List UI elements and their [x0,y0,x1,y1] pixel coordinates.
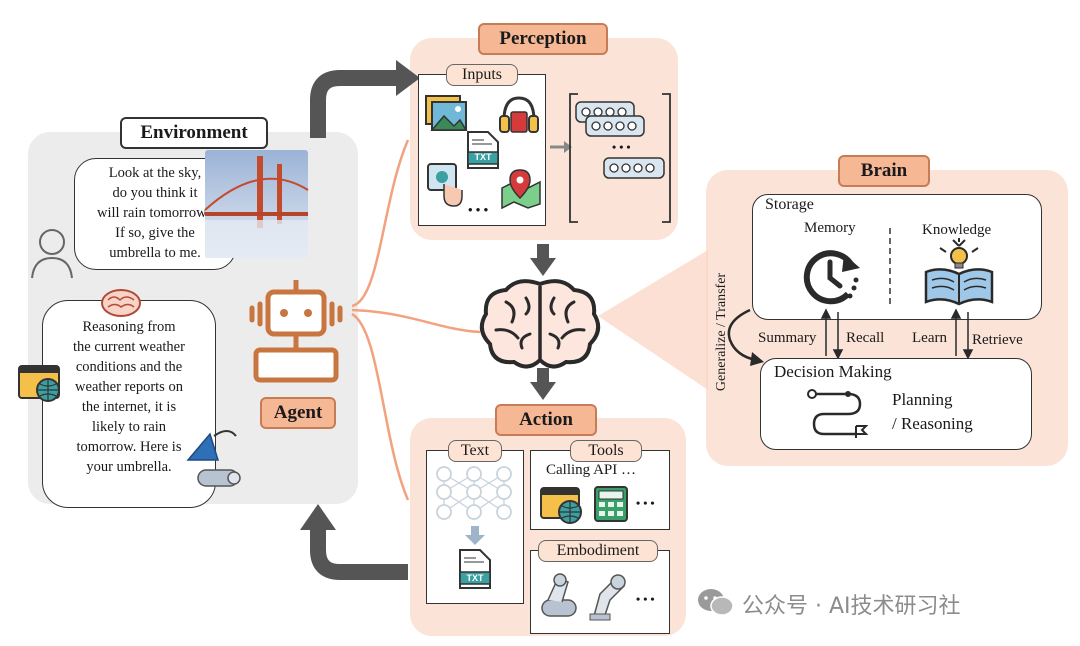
bubble-line: your umbrella. [86,459,172,475]
environment-title: Environment [120,117,268,149]
planning-label: Planning [892,390,953,409]
inputs-ellipsis: • • • [468,202,489,217]
storage-box [752,194,1042,320]
learn-label: Learn [912,330,947,346]
storage-divider [889,228,891,306]
bubble-line: tomorrow. Here is [76,439,182,455]
calculator-icon [594,486,628,522]
speech-bubble-agent: Reasoning from the current weather condi… [42,300,216,508]
user-icon [31,229,73,279]
text-file-badge: TXT [474,152,492,162]
knowledge-book-icon [924,238,994,306]
tools-caption: Calling API … [546,462,637,478]
perception-to-brain-arrow [530,244,556,276]
umbrella-icon [186,430,241,487]
generalize-transfer-label: Generalize / Transfer [714,272,729,392]
api-browser-icon [540,487,582,524]
decision-making-label: Decision Making [774,362,892,381]
knowledge-label: Knowledge [922,222,992,238]
text-file-icon [467,131,499,169]
bubble-line: the internet, it is [81,399,177,415]
bubble-line: umbrella to me. [109,245,201,261]
memory-label: Memory [804,220,856,236]
output-text-file-icon [459,549,491,589]
agent-robot-icon [249,280,343,383]
embodiment-label: Embodiment [538,540,658,562]
robot-arm-icon [541,573,626,621]
bubble-line: Look at the sky, [108,165,202,181]
perception-title: Perception [478,23,608,55]
central-brain-icon [479,279,601,369]
bubble-line: do you think it [112,185,198,201]
brain-title: Brain [838,155,930,187]
bubble-line: will rain tomorrow? [97,205,213,221]
image-gallery-icon [425,95,468,131]
decision-making-box [760,358,1032,450]
output-text-file-badge: TXT [466,573,484,583]
brain-to-action-arrow [530,368,556,400]
headphones-icon [499,96,539,133]
recall-label: Recall [846,330,885,346]
text-label: Text [448,440,502,462]
inputs-label: Inputs [446,64,518,86]
web-globe-icon [18,365,60,402]
bubble-line: weather reports on [75,379,183,395]
action-title: Action [495,404,597,436]
touch-screen-icon [427,163,463,207]
bubble-line: If so, give the [115,225,195,241]
vectors-ellipsis: • • • [612,140,631,154]
bubble-line: likely to rain [91,419,167,435]
bubble-line: conditions and the [75,359,183,375]
foggy-bridge-image [204,150,309,258]
tools-label: Tools [570,440,642,462]
map-pin-icon [501,169,541,210]
retrieve-label: Retrieve [972,332,1023,348]
network-to-text-arrow [465,526,485,545]
bubble-line: Reasoning from [82,319,176,335]
agent-label: Agent [260,397,336,429]
wechat-icon [698,589,734,616]
summary-label: Summary [758,330,817,346]
neural-network-icon [436,466,512,520]
small-brain-icon [101,289,141,317]
reasoning-label: / Reasoning [892,414,973,433]
storage-label: Storage [765,196,814,213]
inputs-to-vectors-arrow [550,141,572,153]
memory-clock-icon [803,250,860,305]
embodiment-ellipsis: • • • [636,592,655,606]
planning-path-icon [807,389,869,438]
embedding-vectors [569,93,671,223]
tools-ellipsis: • • • [636,496,655,510]
bubble-line: the current weather [73,339,185,355]
watermark-text: 公众号 · AI技术研习社 [742,594,961,619]
